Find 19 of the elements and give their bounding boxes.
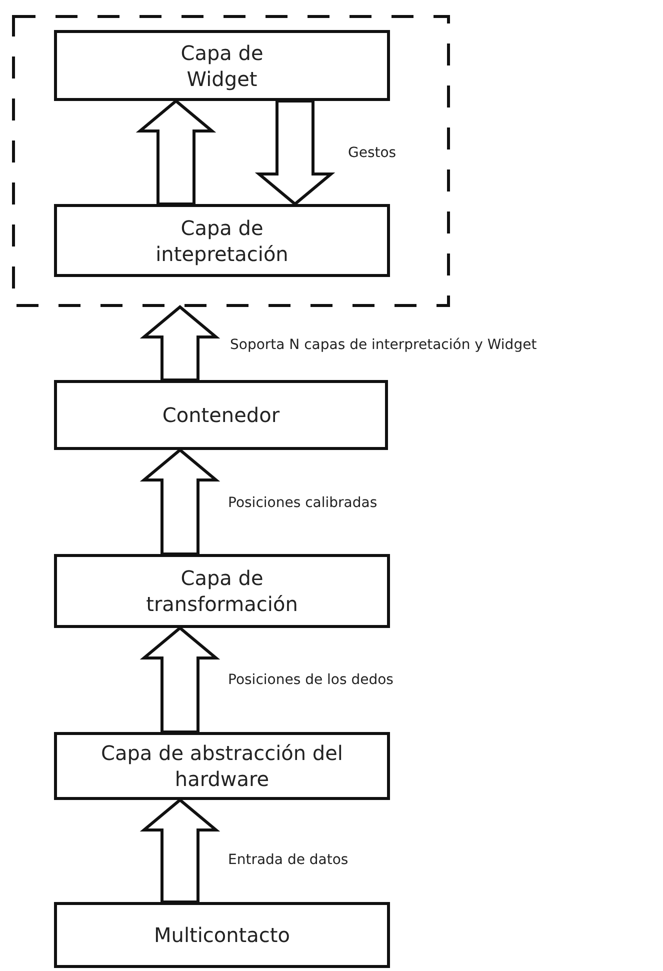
block-arrow xyxy=(140,448,220,556)
process-box xyxy=(54,204,390,277)
block-arrow xyxy=(140,305,220,382)
edge-label: Soporta N capas de interpretación y Widget xyxy=(228,337,539,353)
box-label: Capa de intepretación xyxy=(154,214,290,266)
box-label: Capa de transformación xyxy=(145,565,299,617)
process-box xyxy=(54,554,390,628)
process-box xyxy=(54,380,388,450)
process-box xyxy=(54,902,390,968)
block-arrow xyxy=(140,798,220,904)
box-label: Capa de Widget xyxy=(180,40,264,92)
process-box xyxy=(54,30,390,101)
box-label: Capa de abstracción del hardware xyxy=(100,740,344,792)
block-arrow xyxy=(140,626,220,734)
box-label: Contenedor xyxy=(162,402,280,428)
block-arrow xyxy=(136,99,216,206)
box-label: Multicontacto xyxy=(154,922,290,948)
block-arrow xyxy=(254,100,336,206)
process-box xyxy=(54,732,390,800)
